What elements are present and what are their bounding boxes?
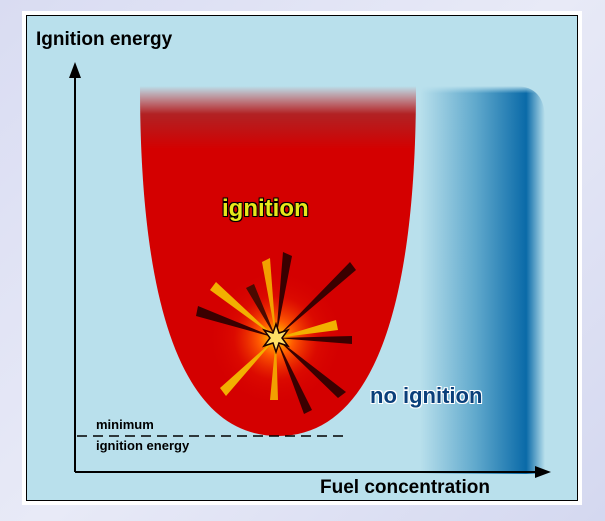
no-ignition-label: no ignition (370, 383, 483, 408)
ignition-energy-label: ignition energy (96, 438, 190, 453)
y-axis-label: Ignition energy (36, 29, 173, 50)
x-axis-label: Fuel concentration (320, 477, 490, 498)
ignition-label: ignition (222, 195, 309, 222)
no-ignition-zone (420, 86, 545, 474)
x-axis-arrow (535, 466, 551, 478)
y-axis-arrow (69, 62, 81, 78)
spark-rays (196, 252, 356, 414)
spark-star (261, 321, 291, 355)
minimum-label: minimum (96, 417, 154, 432)
